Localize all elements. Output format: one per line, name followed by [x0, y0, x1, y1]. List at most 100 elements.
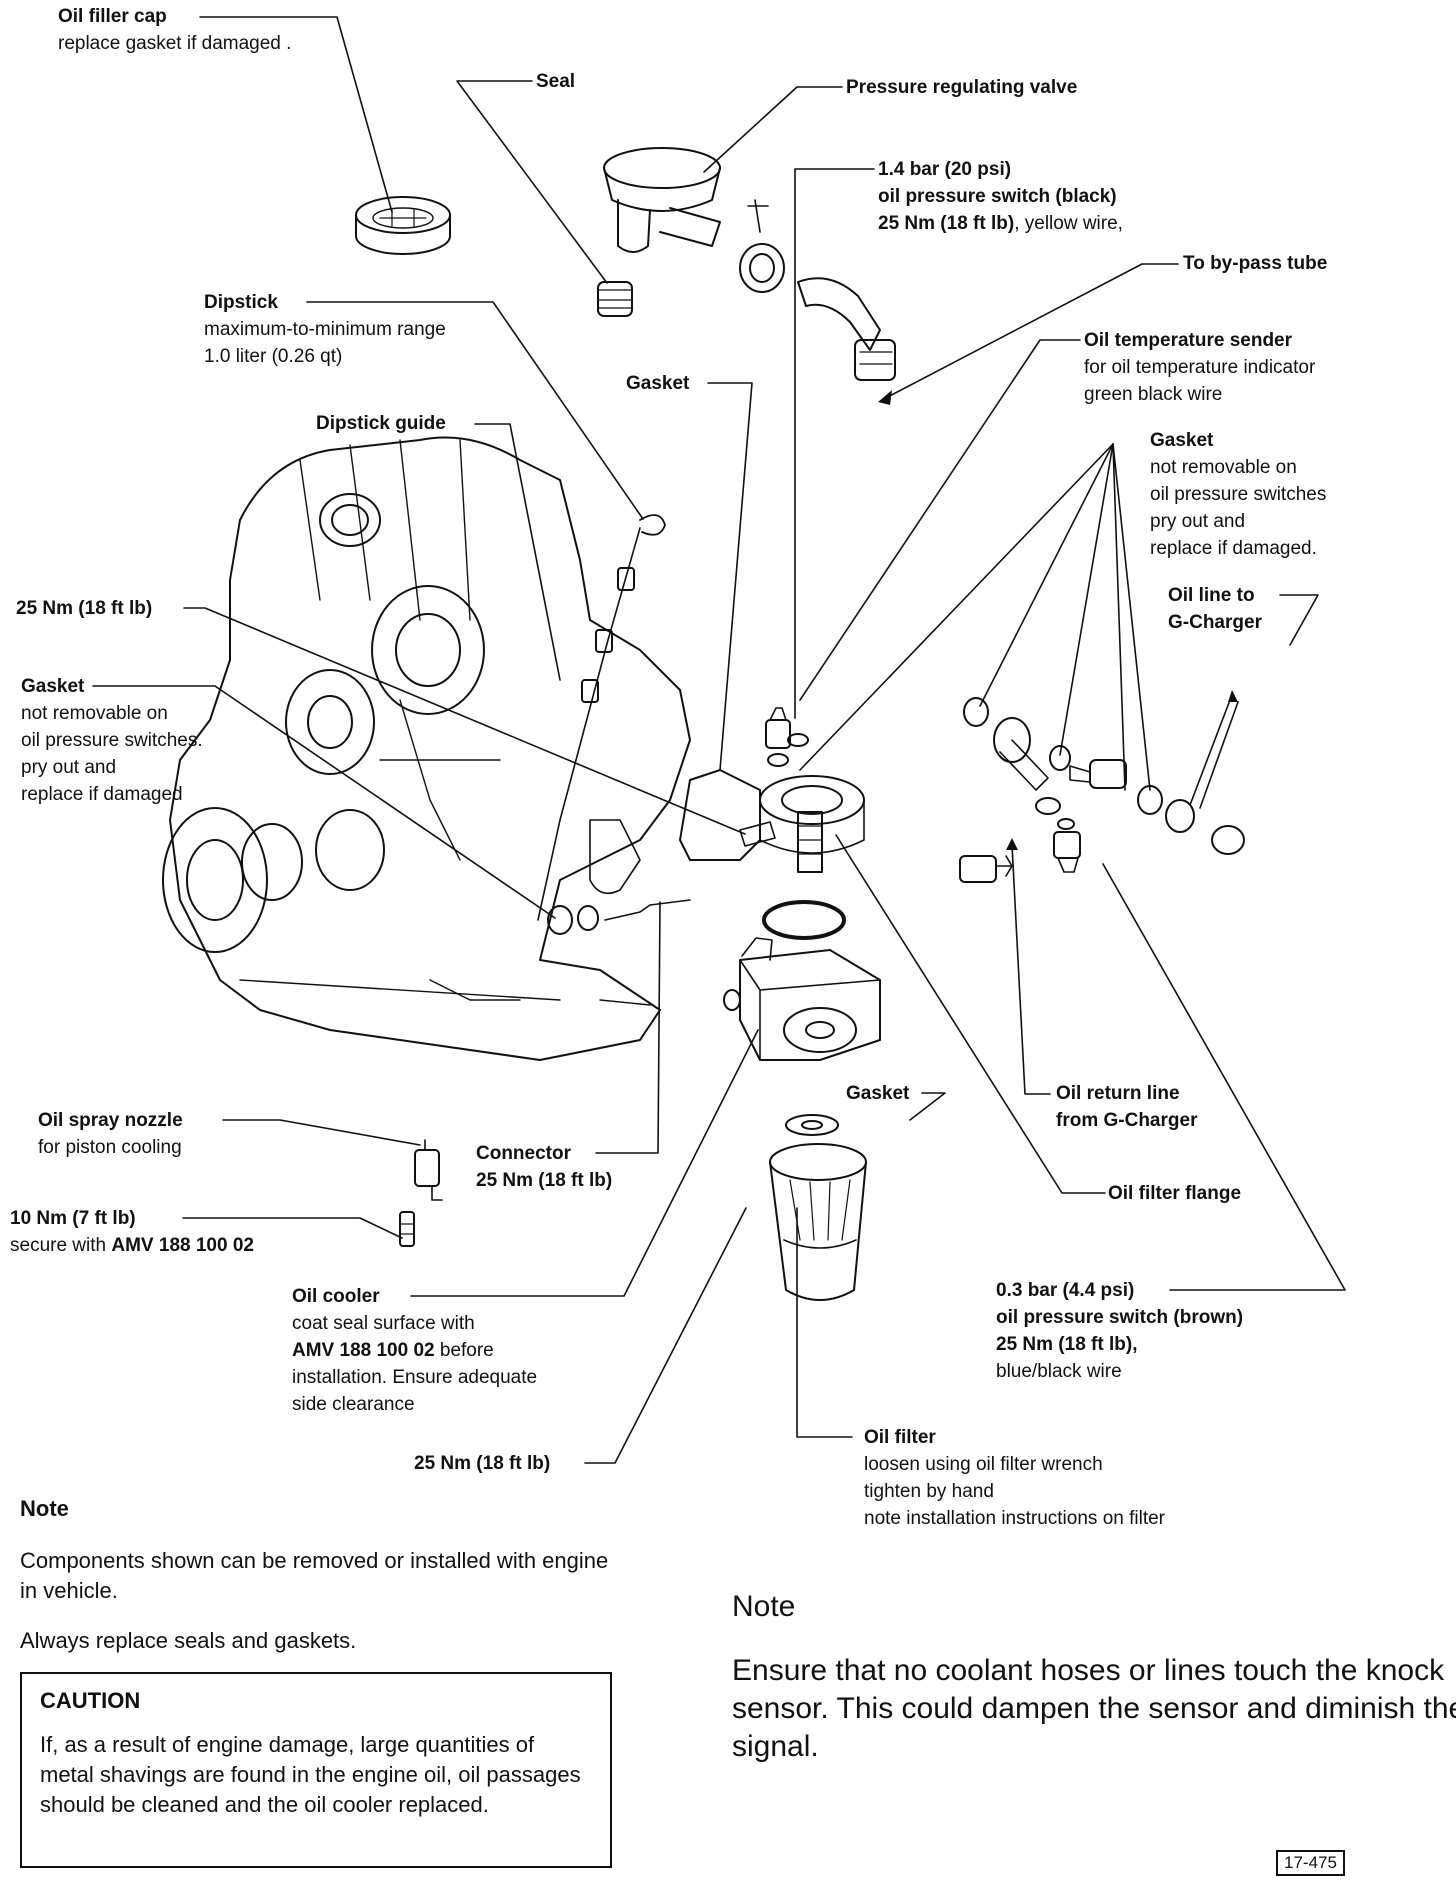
- label-desc: green black wire: [1084, 384, 1223, 405]
- label-torque-25-bottom: 25 Nm (18 ft lb): [414, 1450, 550, 1477]
- label-line: 25 Nm (18 ft lb),: [996, 1334, 1138, 1355]
- bypass-tube-part: [797, 277, 896, 381]
- label-desc: replace if damaged: [21, 784, 183, 805]
- label-desc: before: [434, 1340, 494, 1361]
- leader-oil-cooler: [410, 1029, 759, 1297]
- oil-filler-cap-part: [355, 196, 451, 255]
- leader-gasket-right-3: [1112, 443, 1126, 791]
- label-oil-temperature-sender: Oil temperature sender for oil temperatu…: [1084, 327, 1315, 408]
- label-seal: Seal: [536, 68, 575, 95]
- note-heading: Note: [20, 1496, 69, 1521]
- label-title: Pressure regulating valve: [846, 77, 1078, 98]
- label-title: Gasket: [21, 676, 85, 697]
- label-line: Oil return line: [1056, 1083, 1180, 1104]
- label-line: Oil line to: [1168, 585, 1255, 606]
- label-connector: Connector 25 Nm (18 ft lb): [476, 1140, 612, 1194]
- oil-filter-flange-part: [679, 769, 865, 873]
- label-gasket-mid: Gasket: [846, 1080, 909, 1107]
- label-torque-10: 10 Nm (7 ft lb) secure with AMV 188 100 …: [10, 1205, 254, 1259]
- oil-filter-part: [769, 1114, 867, 1301]
- label-desc: oil pressure switches.: [21, 730, 203, 751]
- label-title: Gasket: [846, 1083, 910, 1104]
- label-oil-cooler: Oil cooler coat seal surface with AMV 18…: [292, 1283, 537, 1418]
- label-desc: 25 Nm (18 ft lb): [476, 1170, 613, 1191]
- label-title: Gasket: [626, 373, 690, 394]
- leader-gasket-right-4: [1112, 443, 1151, 791]
- note-text-knock-sensor: Ensure that no coolant hoses or lines to…: [732, 1654, 1456, 1763]
- label-title: Seal: [536, 71, 576, 92]
- label-line: oil pressure switch (brown): [996, 1307, 1244, 1328]
- oil-return-fitting-part: [959, 855, 1013, 883]
- label-desc: pry out and: [21, 757, 117, 778]
- label-title: 10 Nm (7 ft lb): [10, 1208, 136, 1229]
- label-desc: oil pressure switches: [1150, 484, 1327, 505]
- label-title: Dipstick guide: [316, 413, 446, 434]
- label-line: 0.3 bar (4.4 psi): [996, 1280, 1135, 1301]
- label-title: Oil filler cap: [58, 6, 167, 27]
- note-heading-knock-sensor: Note: [732, 1590, 796, 1623]
- arrow-gcharger: [1228, 690, 1238, 702]
- leader-connector: [595, 901, 661, 1154]
- note-text-2: Always replace seals and gaskets.: [20, 1628, 357, 1653]
- arrow-bypass: [878, 390, 892, 405]
- leader-oil-line-gcharger: [1279, 594, 1319, 646]
- leader-gasket-mid: [909, 1092, 946, 1121]
- label-line: 1.4 bar (20 psi): [878, 159, 1012, 180]
- label-desc: installation. Ensure adequate: [292, 1367, 538, 1388]
- label-desc: replace if damaged.: [1150, 538, 1317, 559]
- leader-oil-filler-cap: [199, 16, 393, 213]
- label-torque-25-left: 25 Nm (18 ft lb): [16, 595, 152, 622]
- note-text-1: Components shown can be removed or insta…: [20, 1548, 609, 1603]
- label-oil-filler-cap: Oil filler cap replace gasket if damaged…: [58, 3, 291, 57]
- dipstick-part: [537, 514, 666, 921]
- leader-switch-black: [794, 168, 875, 719]
- label-bypass-tube: To by-pass tube: [1183, 250, 1327, 277]
- label-oil-spray-nozzle: Oil spray nozzle for piston cooling: [38, 1107, 183, 1161]
- oil-spray-nozzle-part: [399, 1139, 443, 1247]
- leader-torque-10: [182, 1217, 403, 1239]
- label-title: 25 Nm (18 ft lb): [16, 598, 153, 619]
- label-line: oil pressure switch (black): [878, 186, 1117, 207]
- leader-switch-brown: [1102, 863, 1346, 1291]
- leader-lines: [92, 16, 1346, 1464]
- label-pressure-regulating-valve: Pressure regulating valve: [846, 74, 1077, 101]
- leader-torque-25-left: [183, 607, 746, 835]
- label-part-number: AMV 188 100 02: [111, 1235, 254, 1256]
- arrowheads: [878, 390, 1238, 850]
- leader-gasket-left: [92, 685, 556, 919]
- label-title: Gasket: [1150, 430, 1214, 451]
- engine-block-part: [162, 436, 691, 1061]
- label-desc: side clearance: [292, 1394, 415, 1415]
- oil-cooler-part: [723, 937, 881, 1061]
- label-oil-return-line: Oil return line from G-Charger: [1056, 1080, 1197, 1134]
- label-oil-filter: Oil filter loosen using oil filter wrenc…: [864, 1424, 1165, 1532]
- caution-text: If, as a result of engine damage, large …: [40, 1732, 581, 1817]
- label-torque: 25 Nm (18 ft lb): [878, 213, 1015, 234]
- leader-gasket-right-2: [1059, 443, 1114, 756]
- leader-seal: [456, 80, 608, 284]
- leader-oil-temp-sender: [799, 339, 1081, 701]
- oil-temperature-sender-part: [1069, 759, 1127, 789]
- label-desc: for piston cooling: [38, 1137, 182, 1158]
- oil-pressure-switch-black-part: [765, 707, 809, 767]
- label-desc: replace gasket if damaged .: [58, 33, 292, 54]
- label-line: G-Charger: [1168, 612, 1262, 633]
- label-desc: loosen using oil filter wrench: [864, 1454, 1103, 1475]
- label-desc: not removable on: [21, 703, 168, 724]
- label-oil-pressure-switch-brown: 0.3 bar (4.4 psi) oil pressure switch (b…: [996, 1277, 1243, 1385]
- leader-oil-filter: [796, 1207, 853, 1438]
- label-title: Oil filter flange: [1108, 1183, 1242, 1204]
- label-desc: coat seal surface with: [292, 1313, 475, 1334]
- caution-box: CAUTION If, as a result of engine damage…: [20, 1672, 612, 1868]
- label-gasket-right: Gasket not removable on oil pressure swi…: [1150, 427, 1326, 562]
- leader-oil-filter-flange: [835, 834, 1106, 1194]
- label-title: Oil cooler: [292, 1286, 380, 1307]
- label-desc: not removable on: [1150, 457, 1297, 478]
- label-oil-filter-flange: Oil filter flange: [1108, 1180, 1241, 1207]
- label-gasket-top: Gasket: [626, 370, 689, 397]
- label-title: Oil spray nozzle: [38, 1110, 183, 1131]
- label-desc: 1.0 liter (0.26 qt): [204, 346, 343, 367]
- leader-gasket-right-5: [799, 443, 1114, 771]
